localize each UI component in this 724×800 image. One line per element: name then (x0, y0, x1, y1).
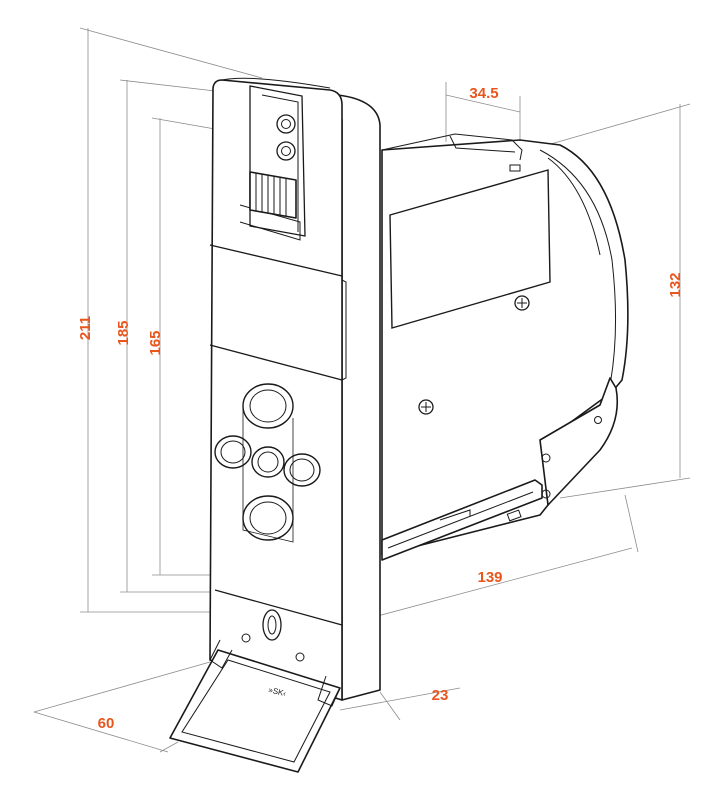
dimension-label-185: 185 (115, 320, 132, 345)
keypad (214, 383, 321, 543)
dimension-label-139: 139 (477, 569, 502, 586)
dimension-label-23: 23 (432, 687, 449, 704)
dimension-label-34-5: 34.5 (469, 85, 498, 102)
base-plate: »SK‹ (169, 639, 341, 773)
front-panel (209, 77, 381, 701)
dimension-label-165: 165 (147, 330, 164, 355)
dimension-labels: 211 185 165 34.5 132 139 60 23 (77, 85, 684, 732)
dimension-label-211: 211 (77, 316, 94, 340)
screw-icon (514, 295, 530, 311)
dimension-label-60: 60 (98, 715, 115, 732)
dimension-lines (33, 27, 691, 753)
knurled-wheel-icon (249, 171, 297, 219)
side-housing (381, 133, 629, 561)
dimension-label-132: 132 (667, 272, 684, 297)
screw-icon (418, 399, 434, 415)
base-marking: »SK‹ (268, 685, 288, 698)
